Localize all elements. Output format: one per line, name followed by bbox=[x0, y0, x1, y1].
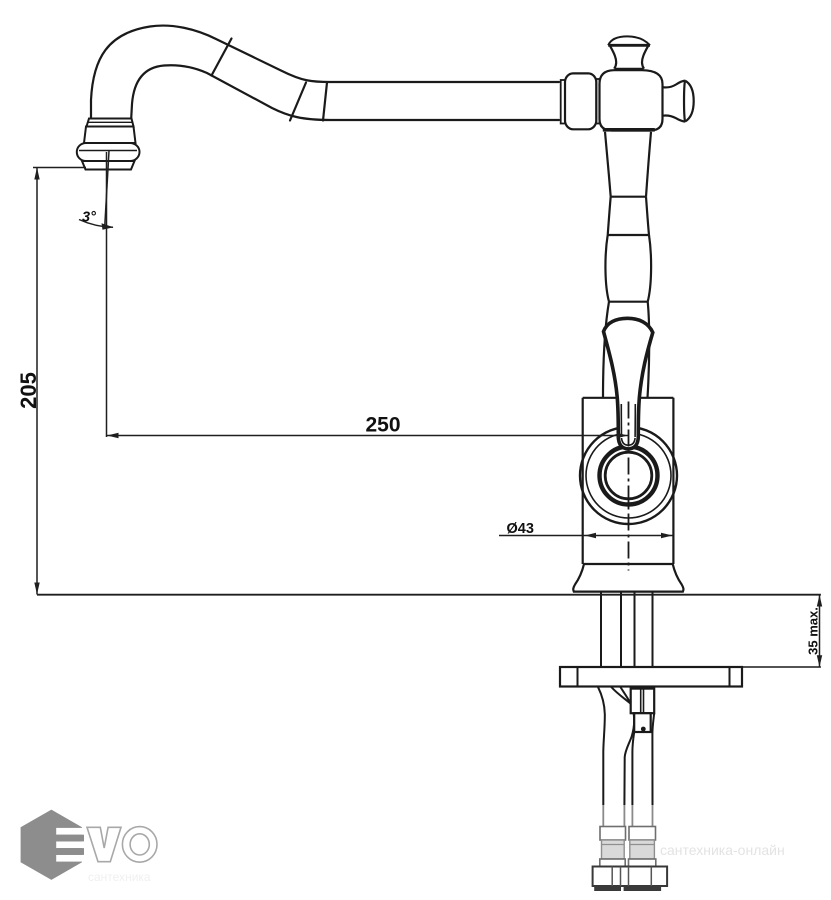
svg-text:250: 250 bbox=[365, 414, 400, 437]
svg-text:сантехника-онлайн: сантехника-онлайн bbox=[660, 842, 785, 858]
svg-text:сантехника: сантехника bbox=[88, 870, 151, 884]
svg-text:205: 205 bbox=[16, 372, 41, 409]
svg-text:3°: 3° bbox=[82, 210, 96, 226]
svg-text:35 max.: 35 max. bbox=[805, 607, 820, 655]
svg-text:Ø43: Ø43 bbox=[507, 521, 534, 537]
